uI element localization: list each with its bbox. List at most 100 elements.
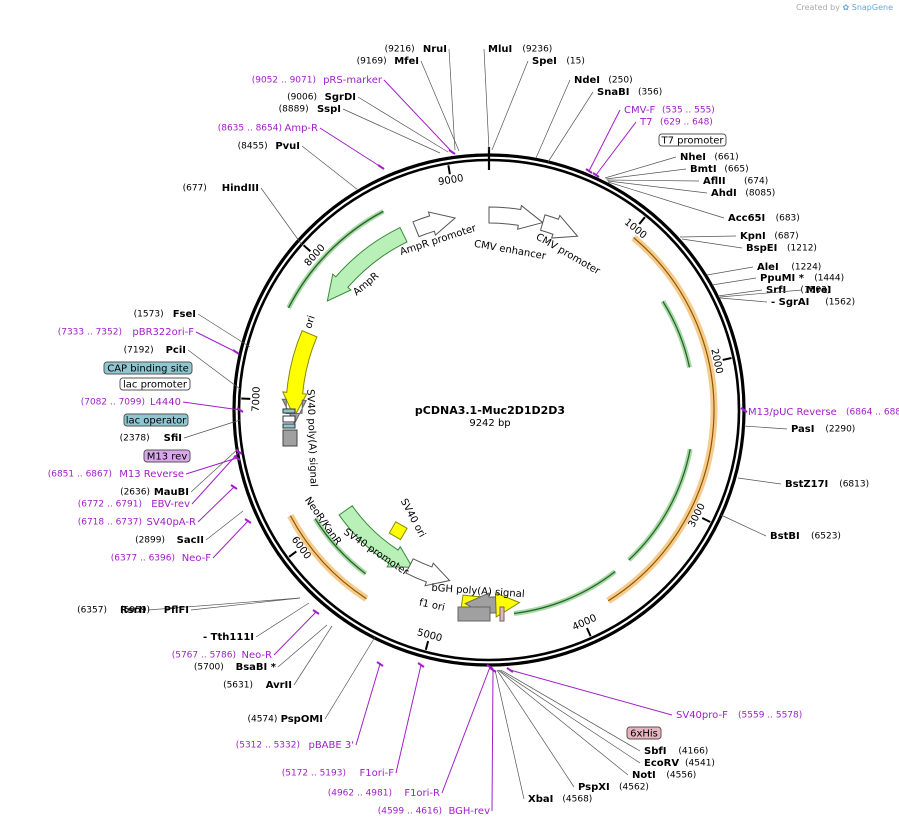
- primer-l4440-position: (7082 .. 7099): [81, 398, 145, 408]
- site-ppumi-position: (1444): [814, 274, 844, 284]
- site-acc65i-leader: [607, 181, 725, 219]
- site-pvui-leader: [301, 145, 359, 191]
- site-alei-position: (1224): [791, 263, 821, 273]
- primer-bgh-rev-name: BGH-rev: [448, 806, 490, 817]
- bgh-block: [457, 606, 491, 622]
- primer-prs-marker-name: pRS-marker: [323, 75, 383, 86]
- orange-feature-arc-left-line: [289, 515, 367, 600]
- green-feature-arc-r2: [627, 448, 693, 562]
- site-noti-leader: [497, 669, 629, 776]
- site-sgrdi-leader: [357, 96, 449, 153]
- site-acc65i-name: Acc65I: [728, 213, 765, 224]
- site-pflfi-position: (5959): [120, 606, 150, 616]
- site-spei-name: SpeI: [532, 56, 557, 67]
- site-sbfi-leader: [500, 669, 641, 752]
- site-bstz17i-leader: [737, 477, 782, 485]
- feature-cmv-promoter-arrow: [539, 214, 579, 239]
- primer-m13-puc-reverse-position: (6864 .. 6886): [846, 408, 899, 418]
- primer-f1ori-f-mark: [417, 662, 425, 668]
- boxed-t7-promoter-box: [658, 133, 727, 147]
- green-feature-arc-r2-line: [628, 448, 691, 561]
- site-tth111i-name: - Tth111I: [203, 632, 254, 643]
- site-srfi-name: SrfI: [766, 285, 786, 296]
- primer-sv40pro-f-leader: [509, 669, 673, 716]
- primer-prs-marker-leader: [383, 79, 453, 153]
- site-aflii-leader: [606, 179, 700, 182]
- site-rsrii-name: RsrII: [120, 605, 146, 616]
- primer-m13-puc-reverse-name: M13/pUC Reverse: [748, 407, 837, 418]
- site-bstbi-position: (6523): [811, 532, 841, 542]
- site-fsei-leader: [197, 313, 251, 348]
- primer-prs-marker-mark: [448, 149, 456, 155]
- site-sgrdi-position: (9006): [287, 93, 317, 103]
- boxed-m13-rev-box: [143, 449, 191, 463]
- primer-cmv-f-leader: [588, 109, 621, 172]
- site-pvui-name: PvuI: [275, 141, 300, 152]
- primer-t7-name: T7: [639, 117, 652, 128]
- orange-feature-arc-right-line: [607, 237, 715, 602]
- site-mfei-name: MfeI: [394, 56, 419, 67]
- site-kpni-leader: [679, 235, 737, 238]
- site-fsei-name: FseI: [173, 309, 196, 320]
- site-mfei-position: (9169): [357, 57, 387, 67]
- site-pvui-position: (8455): [238, 142, 268, 152]
- green-feature-arc-l1-line: [314, 518, 367, 575]
- site-mfei-leader: [420, 60, 460, 152]
- site-ndei-name: NdeI: [574, 75, 600, 86]
- primer-pbabe-3-leader: [355, 663, 381, 746]
- primer-neo-r-name: Neo-R: [242, 650, 273, 661]
- site-ndei-position: (250): [608, 76, 632, 86]
- site-pcii-position: (7192): [124, 346, 154, 356]
- primer-sv40pa-r-name: SV40pA-R: [147, 517, 196, 528]
- site-bstbi-leader: [720, 514, 767, 537]
- primer-ebv-rev-position: (6772 .. 6791): [78, 500, 142, 510]
- boxed-cap-binding-site-label: CAP binding site: [107, 364, 189, 375]
- primer-f1ori-f-leader: [395, 664, 422, 774]
- boxed-6xhis-box: [626, 726, 662, 740]
- primer-f1ori-f-position: (5172 .. 5193): [282, 769, 346, 779]
- primer-neo-r-mark: [312, 609, 320, 615]
- site-xbai-leader: [494, 669, 525, 800]
- site-avrii-name: AvrII: [266, 680, 292, 691]
- site-nrui-name: NruI: [423, 44, 447, 55]
- scale-tick-3000: [701, 517, 711, 523]
- site-ppumi-leader: [711, 277, 757, 286]
- site-avrii-leader: [293, 625, 333, 686]
- primer-t7-leader: [595, 121, 637, 176]
- site-hindiii-leader: [260, 187, 303, 246]
- primer-f1ori-r-leader: [441, 666, 491, 794]
- green-feature-arc-amp-line: [287, 210, 384, 309]
- site-sgrai-name: - SgrAI: [771, 297, 809, 308]
- green-feature-arc-r1-line: [662, 301, 691, 368]
- site-mlui-position: (9236): [522, 45, 552, 55]
- primer-sv40pa-r-mark: [230, 484, 238, 490]
- primer-l4440-name: L4440: [150, 397, 181, 408]
- site-bsabi-name: BsaBI *: [236, 662, 277, 673]
- plasmid-length: 9242 bp: [469, 418, 510, 429]
- site-snabi-name: SnaBI: [597, 87, 629, 98]
- site-xbai-name: XbaI: [528, 794, 553, 805]
- label-sv40-polya: SV40 poly(A) signal: [304, 389, 318, 487]
- primer-m13-reverse-position: (6851 .. 6867): [48, 470, 112, 480]
- site-maubi-leader: [190, 447, 240, 493]
- scale-tick-4000: [586, 627, 592, 637]
- cap-binding-block: [282, 423, 296, 429]
- snapgene-credit: Created by ✿ SnapGene: [795, 3, 893, 12]
- primer-sv40pro-f-mark: [506, 667, 514, 673]
- primer-pbr322ori-f-mark: [232, 349, 240, 355]
- boxed-lac-operator-label: lac operator: [126, 416, 187, 427]
- lac-promoter-block: [282, 415, 296, 423]
- site-avrii-position: (5631): [223, 681, 253, 691]
- primer-neo-r-position: (5767 .. 5786): [172, 651, 236, 661]
- site-aflii-name: AflII: [703, 176, 726, 187]
- site-snabi-leader: [547, 91, 594, 163]
- site-mlui-leader: [483, 48, 490, 151]
- primer-sv40pa-r-leader: [197, 486, 235, 523]
- site-snabi-position: (356): [638, 88, 662, 98]
- site-bstbi-name: BstBI: [770, 531, 800, 542]
- site-pspomi-position: (4574): [247, 715, 277, 725]
- site-nhei-name: NheI: [680, 152, 706, 163]
- site-ndei-leader: [535, 79, 571, 159]
